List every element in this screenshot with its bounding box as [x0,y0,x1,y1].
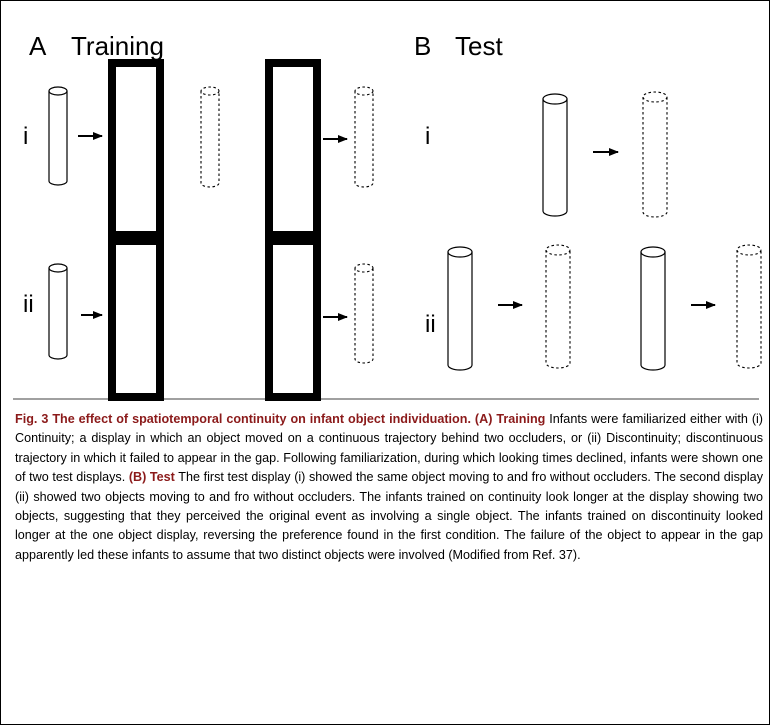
test-ii-object-2 [545,244,571,369]
test-i-object-end [642,91,668,218]
training-ii-occluder-2 [265,237,321,401]
panel-a-title: Training [71,31,164,61]
training-ii-occluder-1 [108,237,164,401]
test-ii-object-3 [640,246,666,371]
training-i-object-start [48,86,68,186]
test-ii-object-1 [447,246,473,371]
training-i-occluder-1 [108,59,164,239]
caption-test-text: The first test display (i) showed the sa… [15,470,763,562]
caption-title: Fig. 3 The effect of spatiotemporal cont… [15,412,493,426]
continuity-diagram [13,59,762,401]
training-i-object-gap [200,86,220,188]
test-row-ii-label: ii [425,311,436,338]
training-i-occluder-2 [265,59,321,239]
figure-caption: Fig. 3 The effect of spatiotemporal cont… [15,410,763,565]
panel-a-letter: A [29,31,47,61]
test-ii-object-4 [736,244,762,369]
test-i-object-start [542,93,568,217]
panel-b-letter: B [414,31,432,61]
caption-training-text: Infants were familiarized either with (i… [15,412,764,485]
training-i-object-end [354,86,374,188]
training-ii-object-end [354,263,374,364]
training-row-i-label: i [23,123,29,150]
caption-training-label: Training [496,412,546,426]
caption-test-label: (B) Test [128,470,175,485]
training-ii-object-start [48,263,68,360]
test-row-i-label: i [425,123,431,150]
training-row-ii-label: ii [23,291,34,318]
panel-b-title: Test [455,31,503,61]
